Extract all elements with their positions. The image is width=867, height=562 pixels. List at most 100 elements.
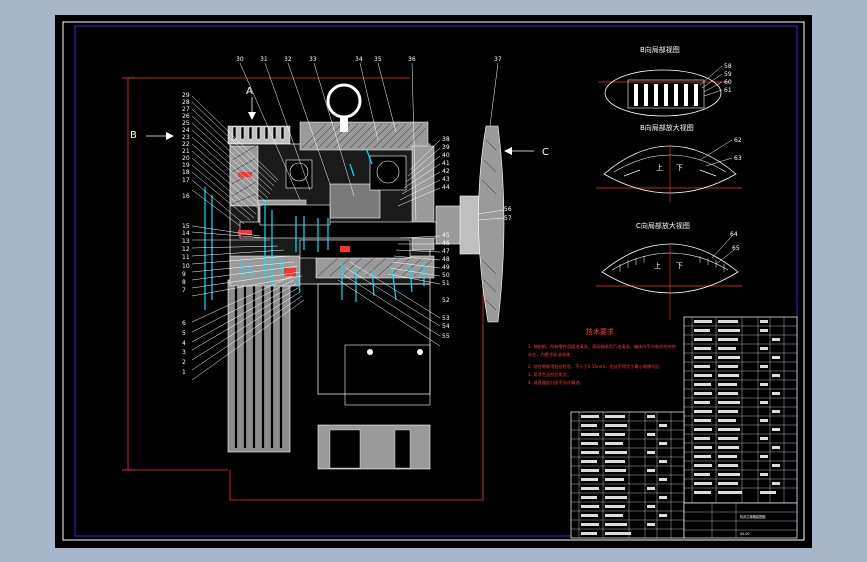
main-assembly-view (204, 83, 505, 470)
part-number: 46 (442, 240, 450, 247)
part-number: 17 (182, 177, 190, 184)
c-enlarged-title: C向局部放大视图 (636, 221, 690, 230)
part-number: 37 (494, 56, 502, 63)
part-number: 9 (182, 271, 186, 278)
part-number: 18 (182, 169, 190, 176)
top-part-numbers: 30 31 32 33 34 35 36 37 (236, 56, 502, 63)
part-number: 5 (182, 330, 186, 337)
part-number: 23 (182, 134, 190, 141)
part-number: 27 (182, 106, 190, 113)
part-number: 64 (730, 231, 738, 238)
part-number: 53 (442, 315, 450, 322)
part-number: 11 (182, 254, 190, 261)
part-number: 31 (260, 56, 268, 63)
part-number: 39 (442, 144, 450, 151)
part-number: 22 (182, 141, 190, 148)
part-number: 45 (442, 232, 450, 239)
leader-lines-top (239, 62, 499, 221)
part-number: 8 (182, 279, 186, 286)
handwheel-rim (478, 125, 505, 323)
part-number: 40 (442, 152, 450, 159)
part-number: 10 (182, 263, 190, 270)
c-enlarged-detail: C向局部放大视图 上 下 64 65 (601, 221, 740, 320)
tech-requirements-title: 技术要求 (586, 327, 614, 336)
part-number: 55 (442, 333, 450, 340)
part-number: 15 (182, 223, 190, 230)
part-number: 57 (504, 215, 512, 222)
red-dimension-lines (122, 77, 742, 501)
title-block: 机床主轴箱装配图 XX-00 (683, 502, 798, 539)
b-enlarged-title: B向局部放大视图 (640, 123, 694, 132)
part-number: 25 (182, 120, 190, 127)
drawing-name: 机床主轴箱装配图 (740, 514, 766, 519)
part-number: 33 (309, 56, 317, 63)
drawing-code: XX-00 (740, 532, 749, 536)
part-number: 14 (182, 230, 190, 237)
right-part-numbers: 38 39 40 41 42 43 44 45 46 47 48 49 50 5… (442, 136, 512, 340)
b-view-title: B向局部视图 (640, 45, 680, 54)
parts-list-lower-grid (571, 412, 684, 538)
part-number: 32 (284, 56, 292, 63)
part-number: 59 (724, 71, 732, 78)
part-number: 19 (182, 162, 190, 169)
part-number: 62 (734, 137, 742, 144)
part-number: 7 (182, 287, 186, 294)
part-number: 56 (504, 206, 512, 213)
leader-lines-right (337, 139, 505, 347)
part-number: 21 (182, 148, 190, 155)
part-number: 24 (182, 127, 190, 134)
b-view-detail: B向局部视图 58 59 60 61 (604, 45, 732, 117)
part-number: 42 (442, 168, 450, 175)
part-number: 52 (442, 297, 450, 304)
part-number: 30 (236, 56, 244, 63)
part-number: 29 (182, 92, 190, 99)
technical-requirements: 技术要求 1. 装配前，所有零件用煤油清洗，滚动轴承用汽油清洗，箱体内不许有任何… (528, 327, 676, 386)
part-number: 36 (408, 56, 416, 63)
tech-requirement-line: 存在，内壁涂耐油油漆； (528, 351, 574, 358)
part-number: 1 (182, 369, 186, 376)
part-number: 61 (724, 87, 732, 94)
part-number: 49 (442, 264, 450, 271)
b-enlarged-detail: B向局部放大视图 上 下 62 63 (603, 123, 742, 202)
up-label: 上 (654, 261, 661, 270)
part-number: 28 (182, 99, 190, 106)
part-number: 43 (442, 176, 450, 183)
part-number: 58 (724, 63, 732, 70)
view-label-c: C (542, 147, 549, 158)
part-number: 41 (442, 160, 450, 167)
part-number: 2 (182, 359, 186, 366)
part-number: 48 (442, 256, 450, 263)
outer-frame (62, 21, 805, 541)
part-number: 65 (732, 245, 740, 252)
inner-frame (74, 25, 798, 537)
down-label: 下 (676, 262, 683, 270)
part-number: 12 (182, 246, 190, 253)
part-number: 63 (734, 155, 742, 162)
part-number: 13 (182, 238, 190, 245)
tech-requirement-line: 1. 装配前，所有零件用煤油清洗，滚动轴承用汽油清洗，箱体内不许有任何杂物 (528, 343, 676, 350)
parts-list-cell-text (581, 320, 780, 535)
tech-requirement-line: 4. 减速器剖分面不允许漏油。 (528, 379, 584, 386)
view-label-b: B (130, 130, 137, 141)
part-number: 44 (442, 184, 450, 191)
part-number: 6 (182, 320, 186, 327)
cyan-detail-lines (204, 147, 425, 310)
view-label-a: A (246, 86, 253, 97)
part-number: 47 (442, 248, 450, 255)
part-number: 16 (182, 193, 190, 200)
parts-list-upper-grid (684, 317, 797, 503)
part-number: 60 (724, 79, 732, 86)
view-direction-markers: A B C (130, 86, 549, 158)
pulley-teeth-top (227, 125, 291, 145)
tech-requirement-line: 2. 啮合侧隙用铅丝检验，不小于0.16mm，铅丝不得大于最小侧隙4倍； (528, 363, 662, 370)
part-number: 3 (182, 349, 186, 356)
left-part-numbers: 29 28 27 26 25 24 23 22 21 20 19 18 17 1… (182, 92, 190, 376)
part-number: 50 (442, 272, 450, 279)
pulley-grooves (227, 279, 291, 453)
leader-lines-left (191, 95, 305, 381)
parts-list-table (570, 316, 798, 539)
part-number: 54 (442, 323, 450, 330)
part-number: 26 (182, 113, 190, 120)
